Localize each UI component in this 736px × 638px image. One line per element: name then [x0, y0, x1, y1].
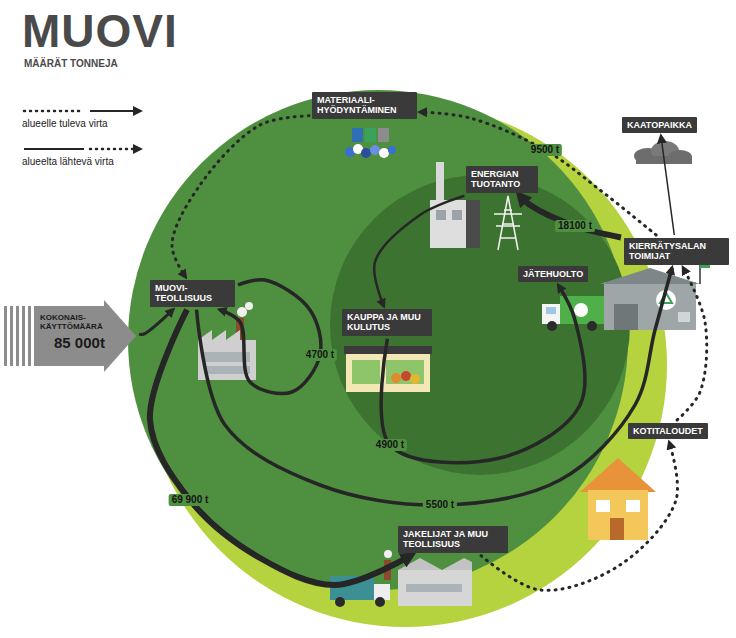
recycling-bins — [345, 128, 396, 158]
flow-amount: 18100 t — [555, 220, 595, 232]
legend-item: alueelta lähtevä virta — [22, 144, 162, 168]
total-arrow: KOKONAIS- KÄYTTÖMÄÄRÄ 85 000t — [4, 300, 136, 372]
distributor-label: JAKELIJAT JA MUU TEOLLISUUS — [398, 526, 508, 553]
flow-amount: 9500 t — [528, 144, 562, 156]
shop-building — [344, 346, 432, 392]
legend-line-sample — [22, 106, 154, 116]
flow-arrow — [139, 310, 173, 335]
flow-amount: 4700 t — [303, 349, 337, 361]
flow-arrow — [197, 268, 672, 505]
subtitle: MÄÄRÄT TONNEJA — [24, 58, 118, 70]
legend-text: alueelta lähtevä virta — [22, 156, 162, 168]
flow-arrow — [374, 196, 464, 306]
node-label: KOTITALOUDET — [633, 426, 703, 436]
legend-line-sample — [22, 144, 154, 154]
flow-amount: 5500 t — [423, 499, 457, 511]
flow-amount: 69 900 t — [169, 494, 212, 506]
inner-circle — [330, 175, 630, 475]
recycler-label: KIERRÄTYSALAN TOIMIJAT — [624, 238, 729, 265]
node-label: KAATOPAIKKA — [627, 120, 692, 130]
flow-amount: 4900 t — [373, 439, 407, 451]
energy-label: ENERGIAN TUOTANTO — [466, 166, 538, 193]
flow-arrow — [661, 136, 674, 235]
retail-label: KAUPPA JA MUU KULUTUS — [342, 309, 432, 336]
recovery-label: MATERIAALI- HYÖDYNTÄMINEN — [312, 92, 417, 119]
node-label: ENERGIAN TUOTANTO — [471, 169, 533, 190]
household-label: KOTITALOUDET — [628, 423, 708, 439]
industry-label: MUOVI- TEOLLISUUS — [150, 280, 235, 307]
diagram-title: MUOVI — [22, 8, 178, 54]
node-label: JAKELIJAT JA MUU TEOLLISUUS — [403, 529, 503, 550]
incoming-flow — [172, 116, 309, 277]
node-label: KAUPPA JA MUU KULUTUS — [347, 312, 427, 333]
house — [580, 458, 656, 540]
landfill-label: KAATOPAIKKA — [622, 117, 697, 133]
node-label: KIERRÄTYSALAN TOIMIJAT — [629, 241, 724, 262]
legend-text: alueelle tuleva virta — [22, 118, 162, 130]
node-label: KOKONAIS- KÄYTTÖMÄÄRÄ — [40, 313, 136, 331]
waste-label: JÄTEHUOLTO — [518, 266, 588, 282]
node-label: JÄTEHUOLTO — [523, 269, 583, 279]
flow-arrow — [150, 310, 411, 585]
legend-item: alueelle tuleva virta — [22, 106, 162, 130]
incoming-flow — [420, 112, 656, 235]
flow-arrow — [520, 196, 621, 238]
incoming-flow — [677, 268, 707, 420]
incoming-flow — [481, 442, 677, 590]
node-value: 85 000t — [54, 334, 136, 351]
node-label: MUOVI- TEOLLISUUS — [155, 283, 230, 304]
node-label: MATERIAALI- HYÖDYNTÄMINEN — [317, 95, 412, 116]
